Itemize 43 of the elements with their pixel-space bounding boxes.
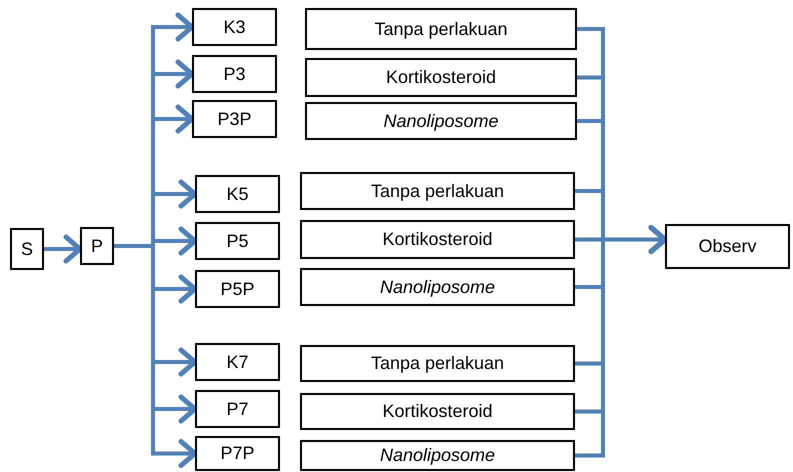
box-label: P3 xyxy=(223,64,246,84)
group-box xyxy=(300,268,575,306)
group-box xyxy=(195,436,280,471)
box-label: P5P xyxy=(220,278,255,300)
group-box xyxy=(192,8,277,46)
box-label: P5 xyxy=(226,230,249,252)
box-label: Tanpa perlakuan xyxy=(370,180,504,202)
box-label: Tanpa perlakuan xyxy=(374,18,508,40)
outcome-box xyxy=(665,224,790,269)
group-box xyxy=(305,8,577,50)
group-box xyxy=(195,175,280,213)
group-box xyxy=(195,390,280,428)
box-label: Observ xyxy=(698,236,757,257)
box-label: K7 xyxy=(226,352,249,372)
group-box xyxy=(300,440,575,471)
group-box xyxy=(195,343,280,381)
group-box xyxy=(195,270,280,308)
group-box xyxy=(195,222,280,260)
box-label: Kortikosteroid xyxy=(382,229,493,250)
group-box xyxy=(300,220,575,259)
box-label: P7P xyxy=(220,443,255,464)
box-label: P7 xyxy=(226,398,249,420)
box-label: Tanpa perlakuan xyxy=(370,353,504,374)
group-box xyxy=(192,100,277,138)
box-label: Kortikosteroid xyxy=(382,401,493,422)
box-label: P xyxy=(90,236,103,256)
process-box xyxy=(10,228,44,270)
box-label: S xyxy=(20,238,33,260)
group-box xyxy=(300,172,575,210)
group-box xyxy=(300,345,575,382)
box-label: Nanoliposome xyxy=(380,445,496,466)
box-label: K3 xyxy=(223,16,246,38)
box-label: K5 xyxy=(226,184,249,204)
group-box xyxy=(305,102,577,140)
group-box xyxy=(305,58,577,97)
arrow xyxy=(44,234,82,264)
group-box xyxy=(192,55,277,93)
box-label: P3P xyxy=(217,108,252,130)
box-label: Kortikosteroid xyxy=(386,67,496,88)
box-label: Nanoliposome xyxy=(380,276,496,298)
group-box xyxy=(300,393,575,430)
box-label: Nanoliposome xyxy=(383,110,499,132)
process-box xyxy=(80,227,114,265)
